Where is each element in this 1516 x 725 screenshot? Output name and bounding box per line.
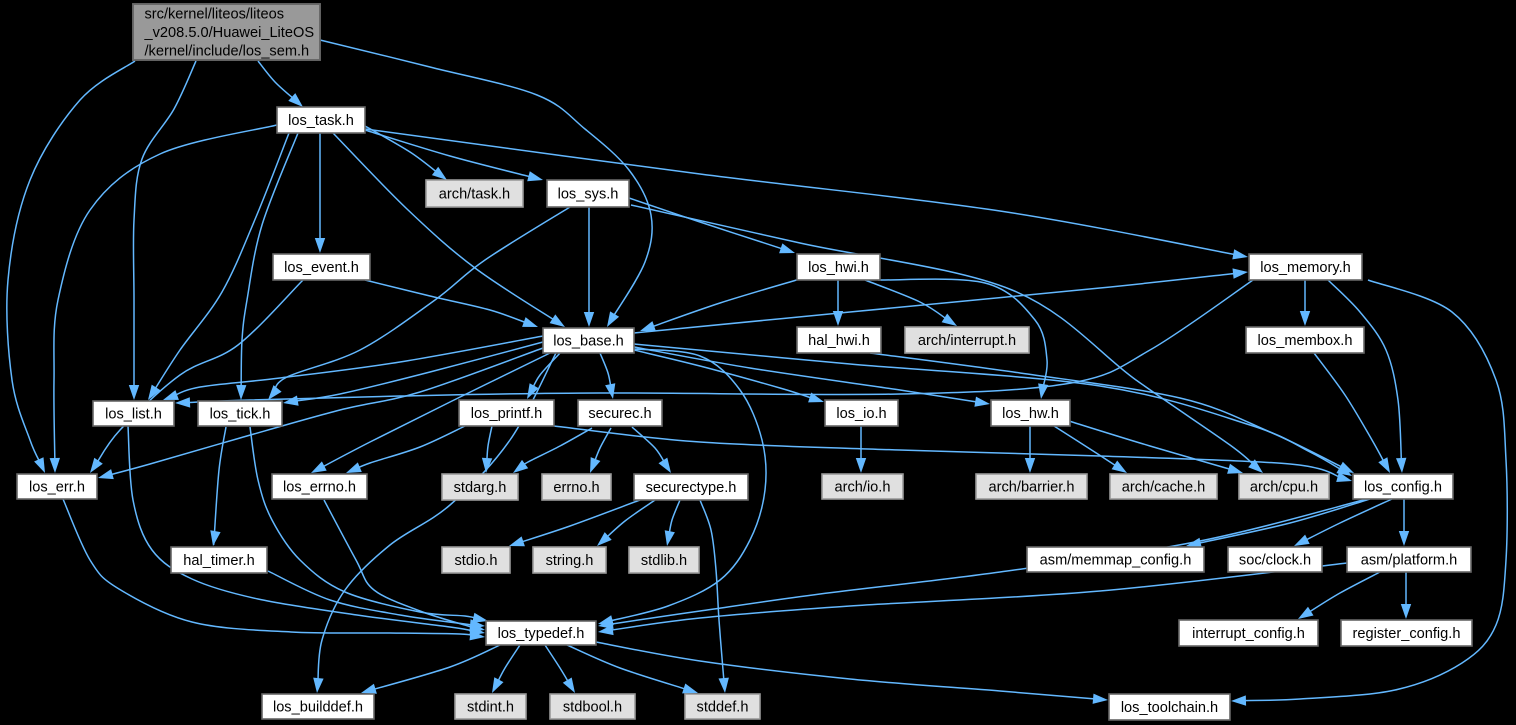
svg-text:src/kernel/liteos/liteos: src/kernel/liteos/liteos [145,6,285,22]
svg-text:stdbool.h: stdbool.h [563,700,622,716]
svg-text:los_tick.h: los_tick.h [210,407,271,423]
svg-text:los_list.h: los_list.h [105,407,162,423]
svg-text:stdio.h: stdio.h [455,553,498,569]
svg-text:los_io.h: los_io.h [836,406,886,422]
svg-text:los_membox.h: los_membox.h [1258,333,1353,349]
svg-text:arch/task.h: arch/task.h [439,187,510,203]
svg-text:los_printf.h: los_printf.h [471,406,542,422]
svg-text:hal_timer.h: hal_timer.h [183,553,254,569]
svg-text:stdlib.h: stdlib.h [641,553,687,569]
svg-text:arch/io.h: arch/io.h [835,480,891,496]
svg-text:los_sys.h: los_sys.h [558,187,619,203]
svg-text:/kernel/include/los_sem.h: /kernel/include/los_sem.h [145,44,310,60]
svg-text:los_hw.h: los_hw.h [1002,406,1059,422]
svg-text:interrupt_config.h: interrupt_config.h [1192,626,1305,642]
svg-text:arch/interrupt.h: arch/interrupt.h [918,333,1016,349]
svg-text:hal_hwi.h: hal_hwi.h [808,333,870,349]
svg-text:los_base.h: los_base.h [553,334,624,350]
svg-text:stdarg.h: stdarg.h [454,480,507,496]
svg-text:arch/cache.h: arch/cache.h [1122,480,1206,496]
svg-text:arch/barrier.h: arch/barrier.h [989,480,1075,496]
svg-text:asm/memmap_config.h: asm/memmap_config.h [1040,553,1192,569]
svg-text:los_errno.h: los_errno.h [283,480,356,496]
svg-text:los_event.h: los_event.h [284,260,359,276]
svg-text:los_typedef.h: los_typedef.h [498,626,585,642]
svg-text:securectype.h: securectype.h [646,480,737,496]
svg-text:stdint.h: stdint.h [467,700,514,716]
svg-text:securec.h: securec.h [588,406,651,422]
svg-text:los_toolchain.h: los_toolchain.h [1121,700,1218,716]
svg-text:los_memory.h: los_memory.h [1260,260,1351,276]
svg-text:errno.h: errno.h [553,480,599,496]
svg-text:register_config.h: register_config.h [1353,626,1461,642]
svg-text:_v208.5.0/Huawei_LiteOS: _v208.5.0/Huawei_LiteOS [144,25,315,41]
svg-text:arch/cpu.h: arch/cpu.h [1250,480,1318,496]
svg-text:asm/platform.h: asm/platform.h [1361,553,1458,569]
svg-text:los_config.h: los_config.h [1364,480,1442,496]
svg-text:string.h: string.h [546,553,594,569]
svg-text:soc/clock.h: soc/clock.h [1239,553,1311,569]
svg-text:los_hwi.h: los_hwi.h [808,260,869,276]
svg-text:los_task.h: los_task.h [288,113,354,129]
svg-text:los_err.h: los_err.h [29,480,85,496]
svg-text:los_builddef.h: los_builddef.h [273,700,363,716]
svg-text:stddef.h: stddef.h [697,700,749,716]
